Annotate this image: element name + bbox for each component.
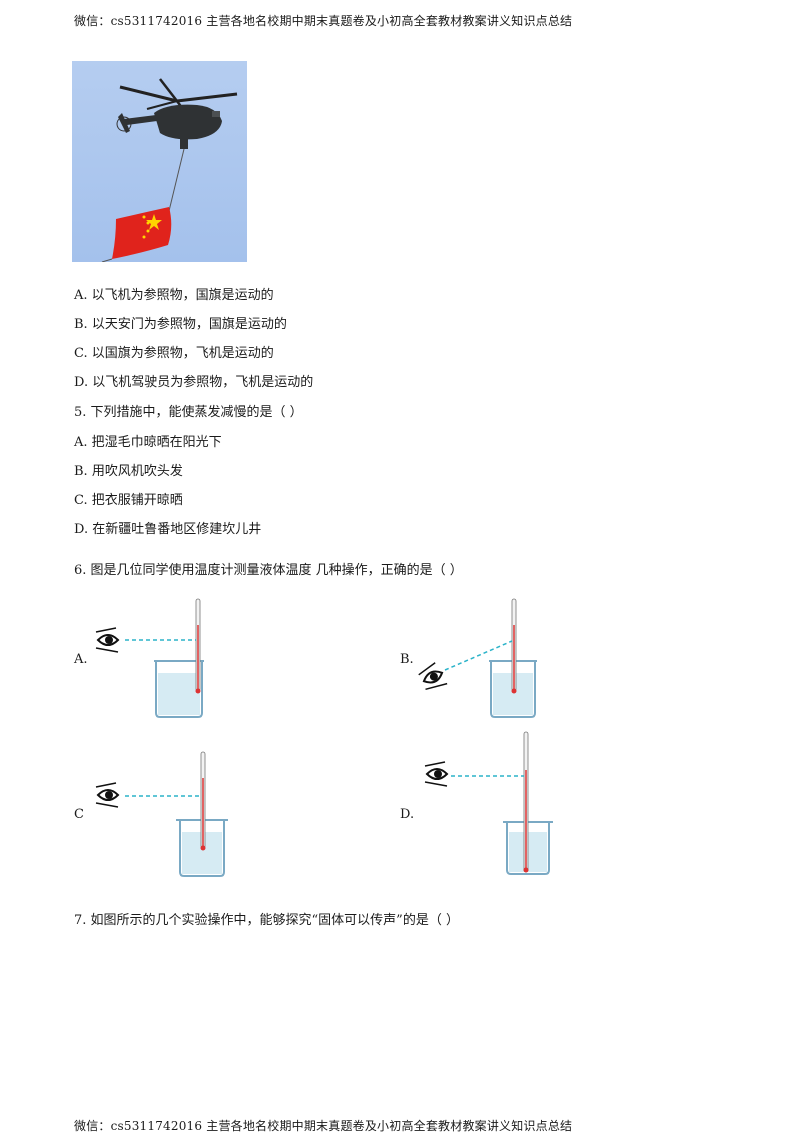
q6-figure-a	[90, 595, 230, 724]
q6-label-c: C	[74, 807, 84, 822]
page-header: 微信：cs5311742016 主营各地名校期中期末真题卷及小初高全套教材教案讲…	[74, 14, 573, 28]
eye-icon	[424, 761, 449, 787]
q4-option-c: C. 以国旗为参照物，飞机是运动的	[74, 346, 274, 361]
q6-figure-b	[415, 595, 555, 724]
q6-stem: 6. 图是几位同学使用温度计测量液体温度 几种操作，正确的是（ ）	[74, 563, 463, 578]
q4-option-d: D. 以飞机驾驶员为参照物，飞机是运动的	[74, 375, 314, 390]
q5-option-d: D. 在新疆吐鲁番地区修建坎儿井	[74, 522, 262, 537]
q6-figure-c	[90, 748, 230, 882]
q4-option-b: B. 以天安门为参照物，国旗是运动的	[74, 317, 287, 332]
q5-stem: 5. 下列措施中，能使蒸发减慢的是（ ）	[74, 405, 303, 420]
helicopter-flag-photo	[72, 61, 247, 262]
eye-icon	[95, 627, 120, 653]
q6-label-b: B.	[400, 652, 414, 667]
eye-icon	[95, 782, 120, 808]
q6-label-a: A.	[74, 652, 88, 667]
q5-option-b: B. 用吹风机吹头发	[74, 464, 183, 479]
page-footer: 微信：cs5311742016 主营各地名校期中期末真题卷及小初高全套教材教案讲…	[74, 1119, 573, 1133]
q6-figure-d	[415, 730, 565, 882]
q5-option-a: A. 把湿毛巾晾晒在阳光下	[74, 435, 222, 450]
eye-icon	[418, 662, 448, 691]
q4-option-a: A. 以飞机为参照物，国旗是运动的	[74, 288, 274, 303]
q5-option-c: C. 把衣服铺开晾晒	[74, 493, 183, 508]
q7-stem: 7. 如图所示的几个实验操作中，能够探究“固体可以传声”的是（ ）	[74, 913, 459, 928]
q6-label-d: D.	[400, 807, 415, 822]
